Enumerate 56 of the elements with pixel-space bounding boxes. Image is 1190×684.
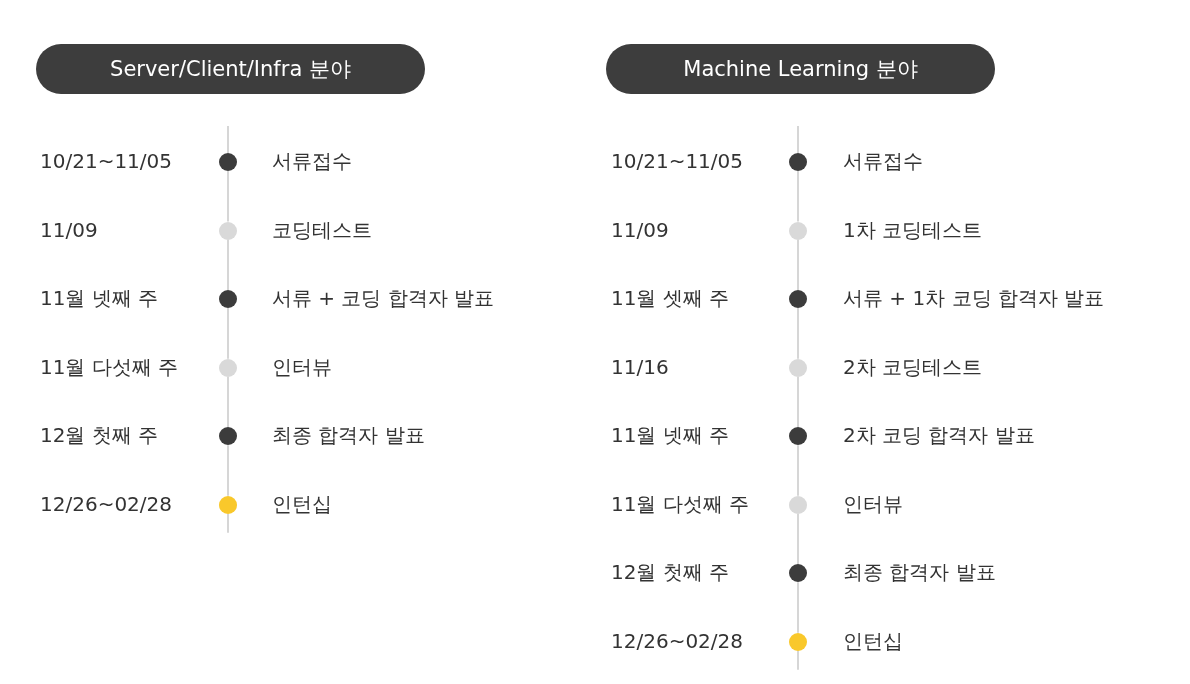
timeline-dot — [219, 290, 237, 309]
timeline-line — [227, 444, 229, 497]
event-label: 서류 + 1차 코딩 합격자 발표 — [843, 285, 1105, 313]
timeline-line — [227, 307, 229, 360]
date-label: 11/16 — [611, 353, 669, 381]
timeline-line — [797, 581, 799, 634]
date-label: 12월 첫째 주 — [40, 422, 159, 450]
event-label: 2차 코딩테스트 — [843, 353, 983, 381]
date-label: 11월 다섯째 주 — [611, 490, 750, 518]
date-label: 11월 넷째 주 — [611, 422, 730, 450]
date-label: 12/26~02/28 — [611, 627, 744, 655]
event-label: 최종 합격자 발표 — [272, 422, 425, 450]
timeline-dot — [219, 358, 237, 377]
timeline-line — [227, 238, 229, 292]
timeline-dot — [219, 221, 237, 240]
timeline-dot — [789, 427, 807, 446]
event-label: 2차 코딩 합격자 발표 — [843, 422, 1035, 450]
event-label: 인터뷰 — [843, 490, 903, 518]
timeline-line — [797, 512, 799, 566]
timeline-line — [227, 375, 229, 429]
timeline-dot — [789, 358, 807, 377]
date-label: 11/09 — [611, 216, 669, 244]
timeline-line — [797, 238, 799, 292]
timeline-dot — [219, 427, 237, 446]
event-label: 서류 + 코딩 합격자 발표 — [272, 285, 495, 313]
timeline-line — [227, 170, 229, 223]
event-label: 최종 합격자 발표 — [843, 559, 996, 587]
date-label: 12월 첫째 주 — [611, 559, 730, 587]
event-label: 코딩테스트 — [272, 216, 372, 244]
event-label: 1차 코딩테스트 — [843, 216, 983, 244]
timeline-dot — [789, 632, 807, 651]
timeline-dot — [219, 153, 237, 171]
timeline-dot — [789, 153, 807, 171]
event-label: 인턴십 — [272, 490, 332, 518]
section-header: Machine Learning 분야 — [606, 44, 995, 94]
event-label: 서류접수 — [272, 148, 352, 175]
event-label: 서류접수 — [843, 148, 923, 175]
timeline-line — [797, 170, 799, 223]
date-label: 10/21~11/05 — [611, 148, 744, 175]
timeline-dot — [789, 290, 807, 309]
date-label: 12/26~02/28 — [40, 490, 173, 518]
event-label: 인턴십 — [843, 627, 903, 655]
timeline-dot — [789, 221, 807, 240]
event-label: 인터뷰 — [272, 353, 332, 381]
section-header: Server/Client/Infra 분야 — [36, 44, 425, 94]
date-label: 10/21~11/05 — [40, 148, 173, 175]
date-label: 11월 셋째 주 — [611, 285, 730, 313]
date-label: 11/09 — [40, 216, 98, 244]
timeline-dot — [789, 495, 807, 514]
timeline-line — [797, 375, 799, 429]
timeline-line — [797, 444, 799, 497]
date-label: 11월 넷째 주 — [40, 285, 159, 313]
timeline-line — [797, 307, 799, 360]
timeline-dot — [789, 564, 807, 583]
timeline-dot — [219, 495, 237, 514]
date-label: 11월 다섯째 주 — [40, 353, 179, 381]
